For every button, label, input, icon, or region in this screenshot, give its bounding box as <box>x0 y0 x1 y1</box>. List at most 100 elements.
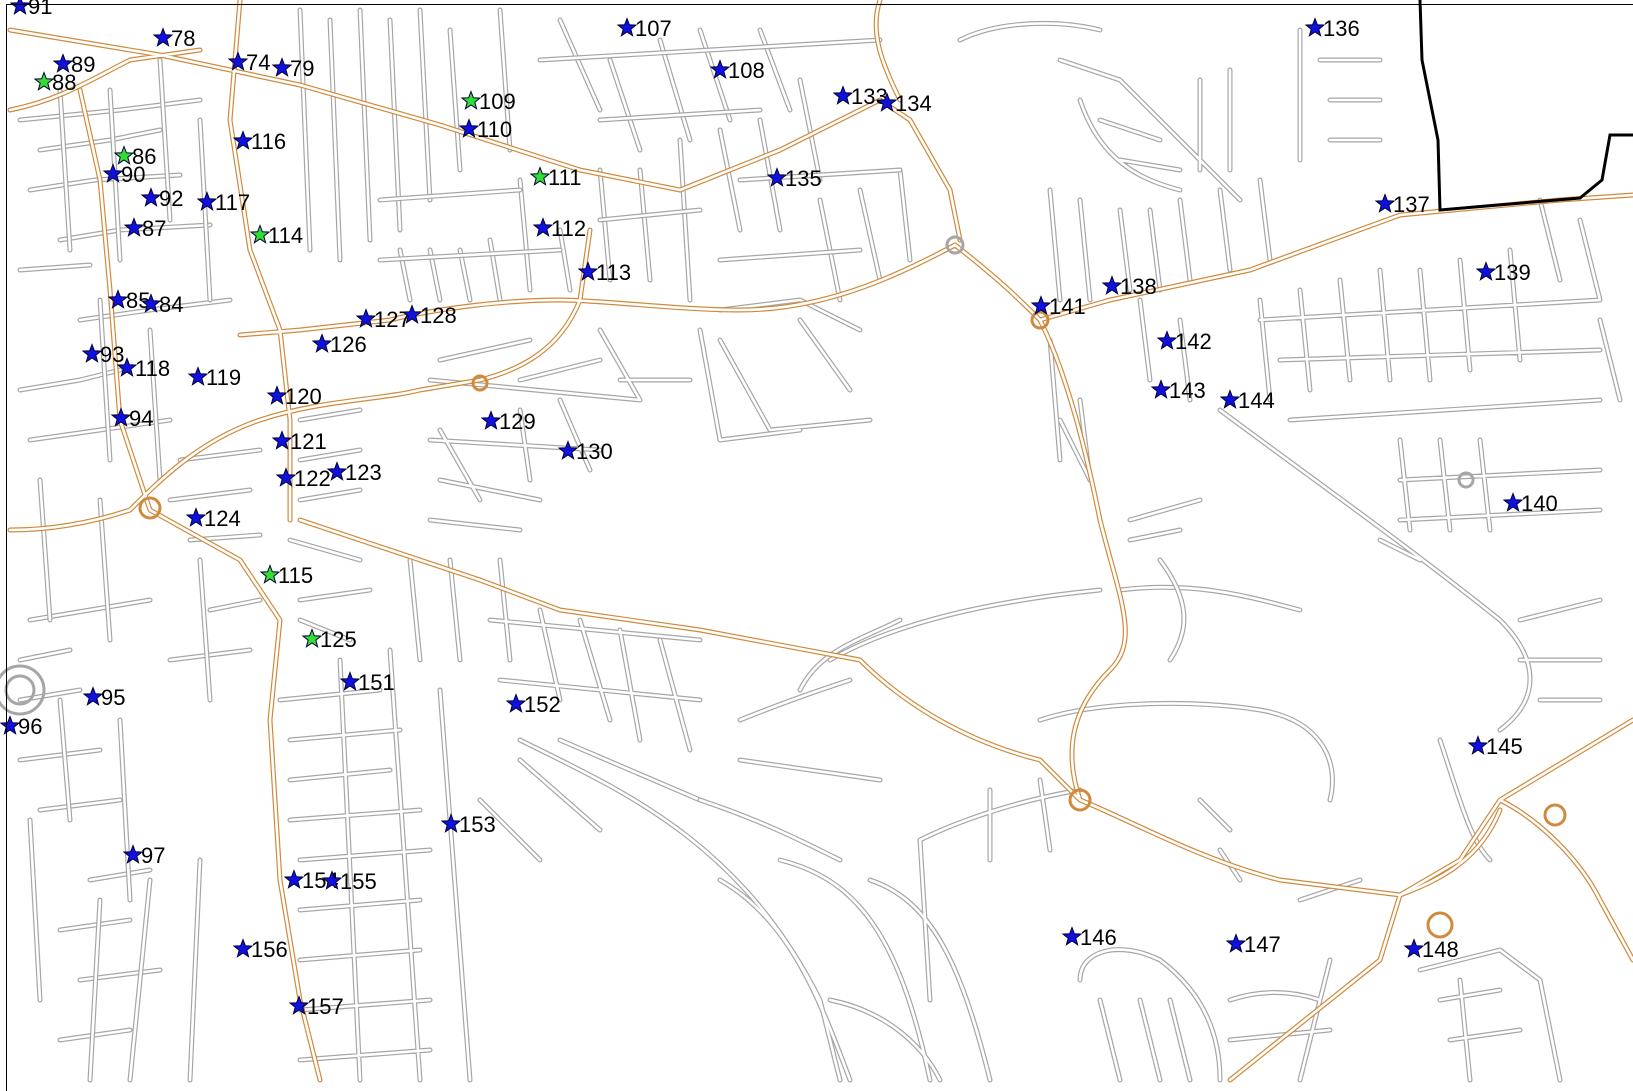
marker-label: 96 <box>18 714 42 739</box>
map-marker-126[interactable]: 126 <box>311 332 367 357</box>
map-marker-119[interactable]: 119 <box>187 365 241 390</box>
map-marker-120[interactable]: 120 <box>266 384 322 409</box>
star-icon <box>33 71 55 91</box>
map-marker-74[interactable]: 74 <box>227 50 270 75</box>
map-marker-115[interactable]: 115 <box>259 563 313 588</box>
map-marker-122[interactable]: 122 <box>275 466 331 491</box>
map-marker-110[interactable]: 110 <box>458 117 512 142</box>
map-marker-142[interactable]: 142 <box>1156 329 1212 354</box>
map-marker-94[interactable]: 94 <box>110 406 153 431</box>
map-marker-121[interactable]: 121 <box>271 429 327 454</box>
map-marker-112[interactable]: 112 <box>532 216 586 241</box>
star-icon <box>81 343 103 363</box>
map-marker-113[interactable]: 113 <box>577 260 631 285</box>
map-marker-130[interactable]: 130 <box>557 439 613 464</box>
marker-label: 74 <box>246 50 270 75</box>
star-icon <box>709 59 731 79</box>
star-icon <box>122 844 144 864</box>
marker-label: 143 <box>1169 378 1206 403</box>
map-marker-140[interactable]: 140 <box>1502 491 1558 516</box>
star-icon <box>113 145 135 165</box>
map-marker-88[interactable]: 88 <box>33 70 76 95</box>
map-marker-86[interactable]: 86 <box>113 144 156 169</box>
star-icon <box>529 166 551 186</box>
marker-label: 89 <box>71 52 95 77</box>
star-icon <box>577 261 599 281</box>
map-marker-141[interactable]: 141 <box>1030 294 1086 319</box>
star-icon <box>110 407 132 427</box>
marker-label: 156 <box>251 937 288 962</box>
map-marker-114[interactable]: 114 <box>249 223 303 248</box>
map-marker-145[interactable]: 145 <box>1467 734 1523 759</box>
map-marker-78[interactable]: 78 <box>152 26 195 51</box>
map-marker-93[interactable]: 93 <box>81 342 124 367</box>
map-marker-96[interactable]: 96 <box>0 714 42 739</box>
map-marker-118[interactable]: 118 <box>116 356 170 381</box>
map-marker-155[interactable]: 155 <box>321 869 377 894</box>
map-marker-136[interactable]: 136 <box>1304 16 1360 41</box>
map-marker-133[interactable]: 133 <box>832 84 888 109</box>
map-marker-138[interactable]: 138 <box>1101 274 1157 299</box>
map-marker-90[interactable]: 90 <box>102 162 145 187</box>
star-icon <box>196 191 218 211</box>
map-marker-117[interactable]: 117 <box>196 190 250 215</box>
star-icon <box>249 224 271 244</box>
map-marker-111[interactable]: 111 <box>529 165 581 190</box>
map-marker-108[interactable]: 108 <box>709 58 765 83</box>
map-marker-137[interactable]: 137 <box>1374 192 1430 217</box>
map-marker-152[interactable]: 152 <box>505 692 561 717</box>
marker-label: 88 <box>52 70 76 95</box>
map-marker-146[interactable]: 146 <box>1061 925 1117 950</box>
map-marker-84[interactable]: 84 <box>140 292 183 317</box>
map-marker-124[interactable]: 124 <box>185 506 241 531</box>
map-marker-89[interactable]: 89 <box>52 52 95 77</box>
map-marker-109[interactable]: 109 <box>460 89 516 114</box>
marker-label: 87 <box>142 216 166 241</box>
map-marker-125[interactable]: 125 <box>301 627 357 652</box>
map-marker-87[interactable]: 87 <box>123 216 166 241</box>
map-marker-147[interactable]: 147 <box>1225 932 1281 957</box>
map-marker-129[interactable]: 129 <box>480 409 536 434</box>
map-marker-95[interactable]: 95 <box>82 685 125 710</box>
marker-label: 109 <box>479 89 516 114</box>
map-marker-127[interactable]: 127 <box>355 307 411 332</box>
star-icon <box>107 289 129 309</box>
map-marker-92[interactable]: 92 <box>140 186 183 211</box>
star-icon <box>1156 330 1178 350</box>
marker-label: 151 <box>358 670 395 695</box>
map-marker-79[interactable]: 79 <box>271 56 314 81</box>
map-marker-156[interactable]: 156 <box>232 937 288 962</box>
star-icon <box>140 187 162 207</box>
map-marker-128[interactable]: 128 <box>401 303 457 328</box>
map-marker-144[interactable]: 144 <box>1219 388 1275 413</box>
map-marker-153[interactable]: 153 <box>440 812 496 837</box>
marker-label: 135 <box>785 166 822 191</box>
map-marker-139[interactable]: 139 <box>1475 260 1531 285</box>
map-marker-157[interactable]: 157 <box>288 994 344 1019</box>
star-icon <box>52 53 74 73</box>
map-marker-107[interactable]: 107 <box>616 16 672 41</box>
map-marker-148[interactable]: 148 <box>1403 937 1459 962</box>
marker-label: 116 <box>251 129 286 154</box>
map-marker-97[interactable]: 97 <box>122 843 165 868</box>
map-marker-116[interactable]: 116 <box>232 129 286 154</box>
marker-label: 129 <box>499 409 536 434</box>
map-marker-143[interactable]: 143 <box>1150 378 1206 403</box>
map-marker-135[interactable]: 135 <box>766 166 822 191</box>
star-icon <box>460 90 482 110</box>
marker-label: 130 <box>576 439 613 464</box>
marker-label: 126 <box>330 332 367 357</box>
map-marker-151[interactable]: 151 <box>339 670 395 695</box>
map-marker-123[interactable]: 123 <box>326 460 382 485</box>
map-marker-85[interactable]: 85 <box>107 288 150 313</box>
map-marker-134[interactable]: 134 <box>876 91 932 116</box>
boundary-line <box>1418 0 1633 212</box>
star-icon <box>1502 492 1524 512</box>
marker-label: 147 <box>1244 932 1281 957</box>
star-icon <box>1304 17 1326 37</box>
star-icon <box>401 304 423 324</box>
star-icon <box>326 461 348 481</box>
marker-label: 128 <box>420 303 457 328</box>
